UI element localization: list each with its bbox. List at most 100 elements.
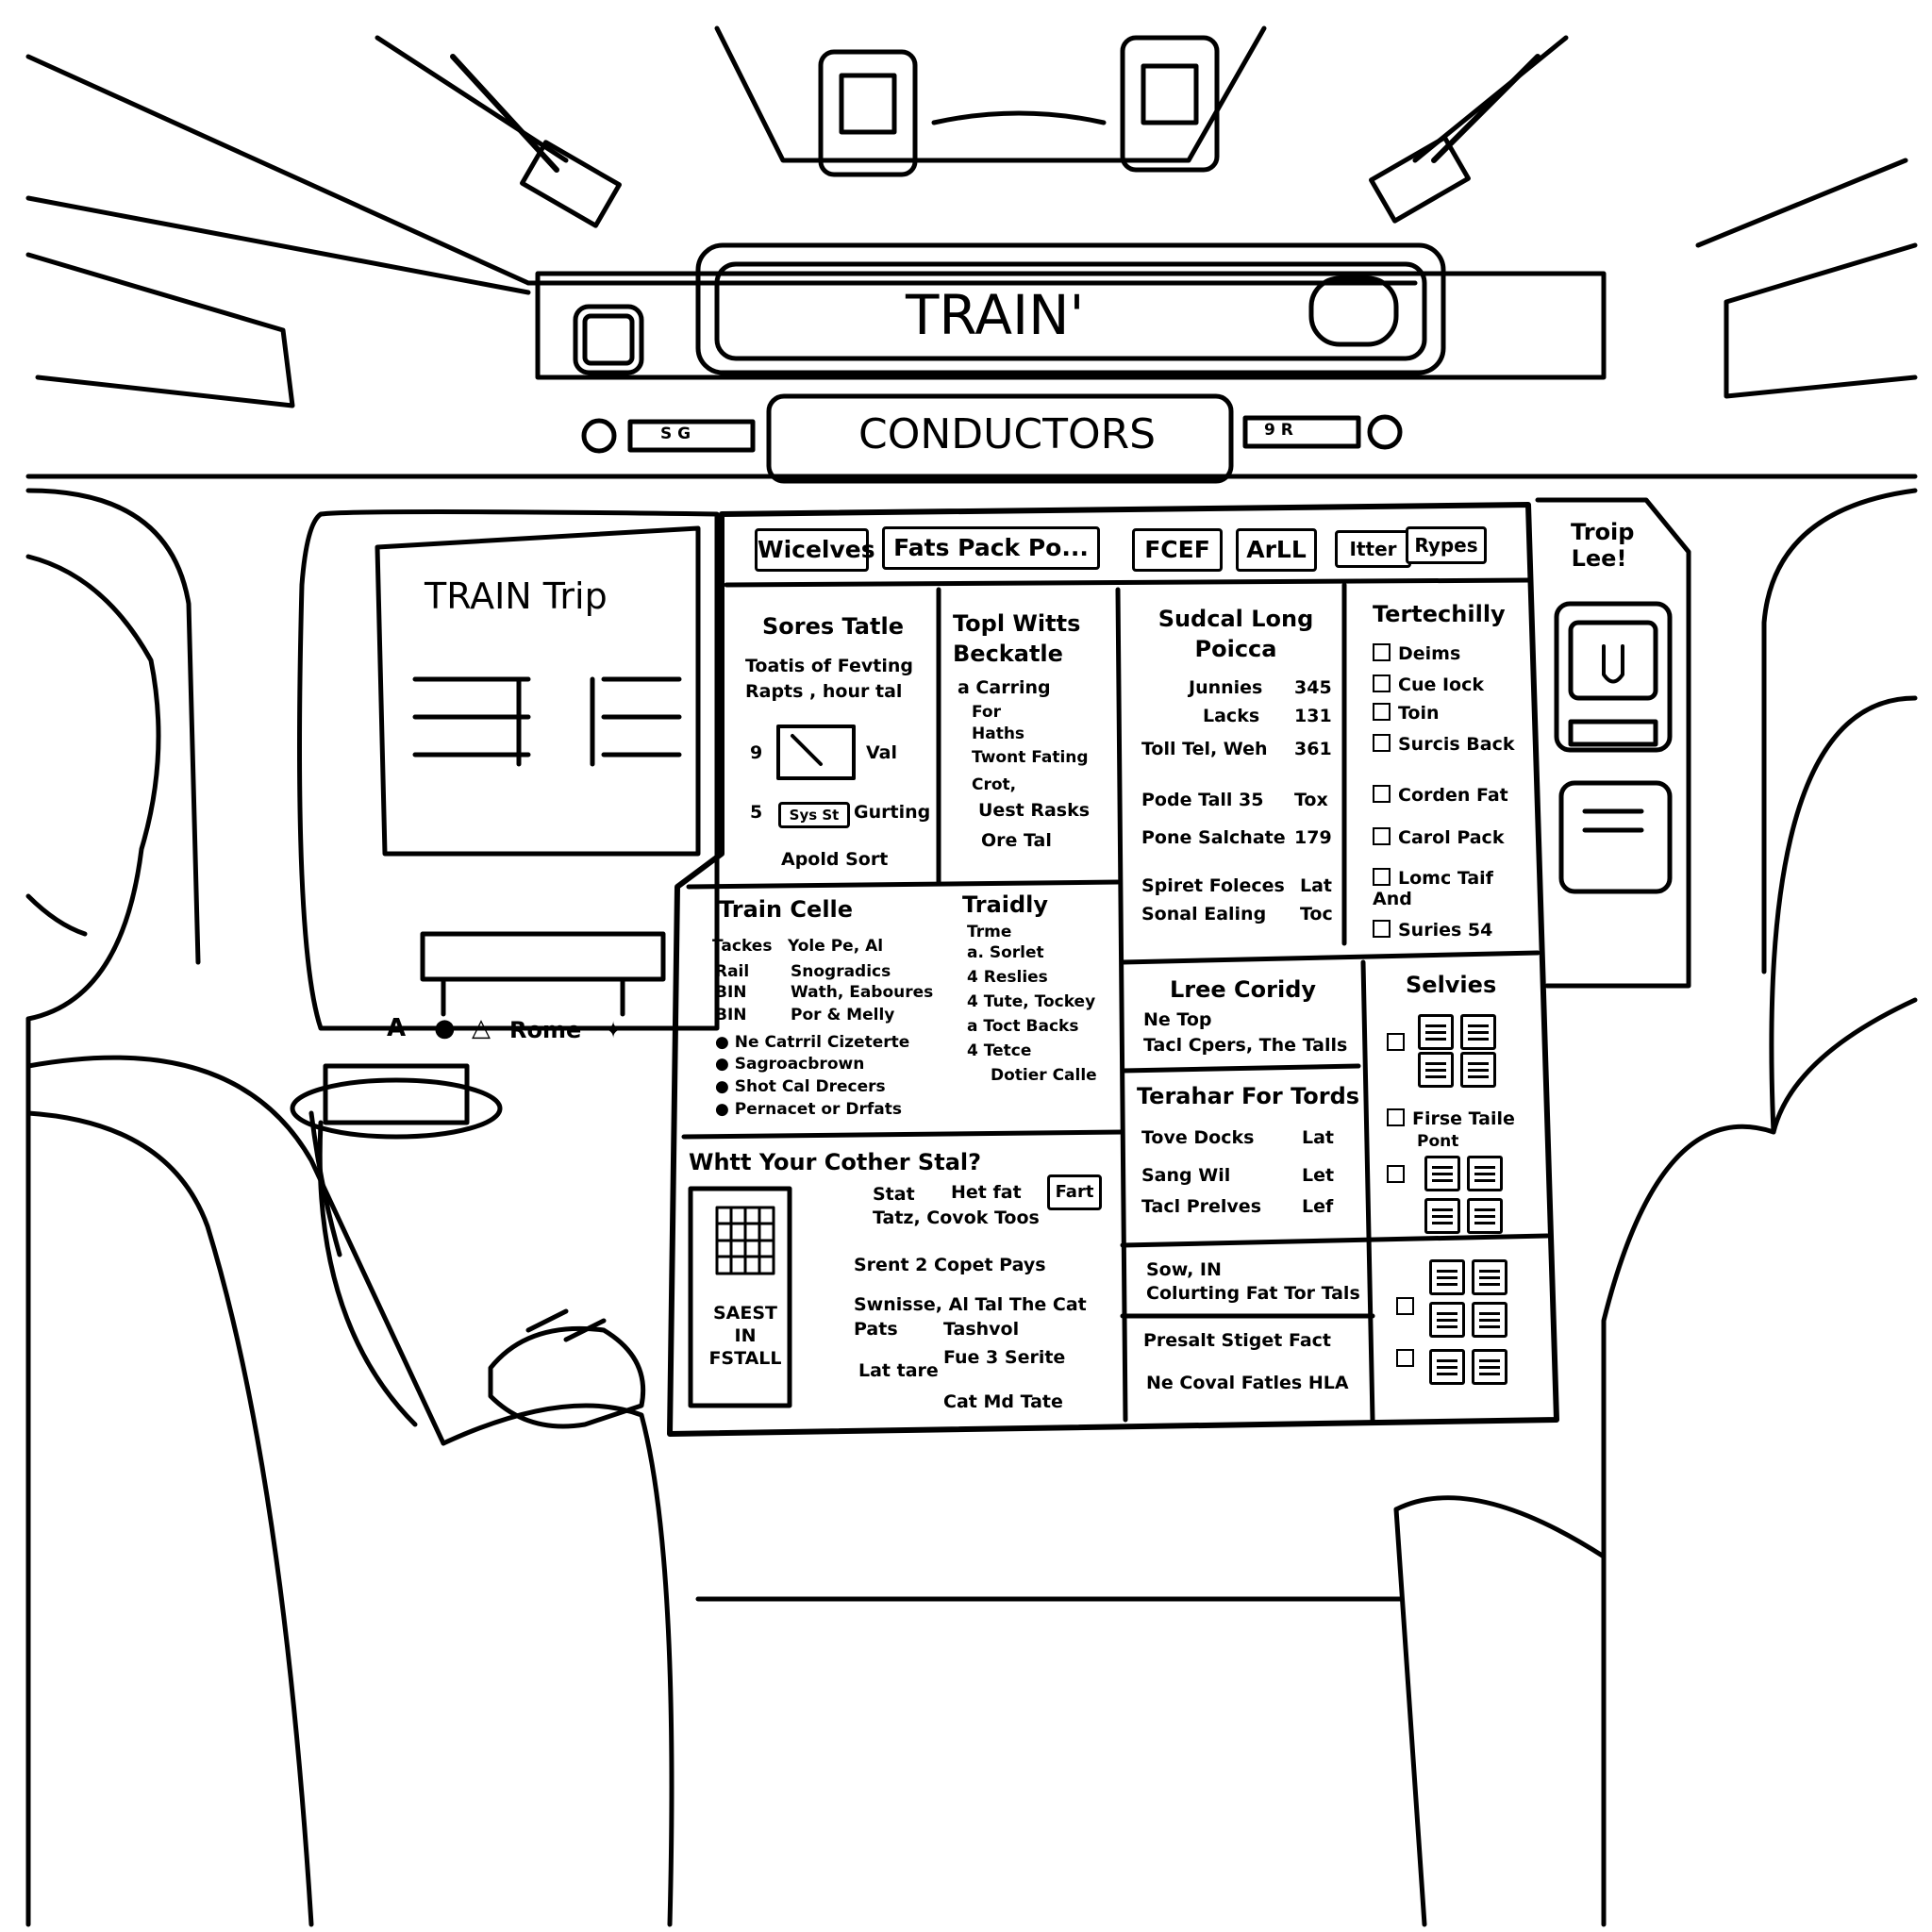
traidly-item: 4 Tute, Tockey (967, 992, 1096, 1011)
checkbox[interactable] (1373, 643, 1391, 661)
sores-row2-num: 5 (750, 802, 763, 823)
sudcal-label: Sonal Ealing (1141, 904, 1267, 924)
toolbar-button-itter[interactable]: Itter (1335, 530, 1411, 568)
nav-rome[interactable]: Rome (509, 1017, 582, 1043)
selvies-title: Selvies (1406, 972, 1497, 998)
traidly-subtitle: Trme (967, 923, 1012, 941)
lree-line: Ne Top (1143, 1009, 1212, 1030)
tertechilly-item[interactable]: Suries 54 (1373, 920, 1492, 941)
sow-line: Sow, IN (1146, 1259, 1222, 1280)
sudcal-value: 179 (1294, 827, 1332, 848)
mail-icon[interactable] (1472, 1259, 1507, 1295)
train-celle-label: BIN (715, 1006, 747, 1024)
tertechilly-item[interactable]: Lomc Taif And (1373, 868, 1514, 909)
glasses-icon[interactable] (1424, 1156, 1460, 1191)
list-icon[interactable] (1429, 1302, 1465, 1338)
sudcal-value: 345 (1294, 677, 1332, 698)
tertechilly-item[interactable]: Corden Fat (1373, 785, 1508, 806)
checkbox[interactable] (1373, 920, 1391, 938)
terahar-label: Tove Docks (1141, 1127, 1255, 1148)
topl-title: Topl Witts Beckatle (953, 610, 1081, 667)
bullet-text: Sagroacbrown (734, 1055, 865, 1074)
train-trip-title: TRAIN Trip (425, 575, 608, 617)
location-pin-icon[interactable]: ● (434, 1014, 456, 1042)
grid-icon[interactable] (1472, 1302, 1507, 1338)
grid-icon[interactable] (1467, 1156, 1503, 1191)
sudcal-value: Toc (1300, 904, 1333, 924)
checkbox[interactable] (1387, 1165, 1405, 1183)
document-icon[interactable] (1429, 1259, 1465, 1295)
folder-icon[interactable] (1429, 1349, 1465, 1385)
train-celle-label: Rail (715, 962, 750, 981)
side-panel-title: Troip Lee! (1571, 519, 1635, 572)
sores-line: Rapts , hour tal (745, 681, 903, 702)
sudcal-label: Spiret Foleces (1141, 875, 1285, 896)
list-icon[interactable] (1418, 1052, 1454, 1088)
cluster-checkbox[interactable] (1396, 1349, 1422, 1369)
tertechilly-item-label: Lomc Taif And (1373, 868, 1493, 909)
sores-row1-num: 9 (750, 742, 763, 763)
checkbox[interactable] (1387, 1108, 1405, 1126)
tertechilly-item[interactable]: Deims (1373, 643, 1460, 664)
chart-icon[interactable] (1467, 1198, 1503, 1234)
checkbox[interactable] (1373, 703, 1391, 721)
sudcal-value: Tox (1294, 790, 1328, 810)
tertechilly-item[interactable]: Surcis Back (1373, 734, 1514, 755)
grid-label: SAEST IN FSTALL (708, 1303, 782, 1369)
tertechilly-item-label: Carol Pack (1398, 827, 1505, 848)
toolbar-button-arll[interactable]: ArLL (1236, 528, 1317, 572)
terahar-label: Sang Wil (1141, 1165, 1231, 1186)
bullet-text: Ne Catrril Cizeterte (734, 1033, 910, 1052)
tertechilly-title: Tertechilly (1373, 601, 1506, 627)
tertechilly-item[interactable]: Carol Pack (1373, 827, 1504, 848)
train-celle-bullet: ● Shot Cal Drecers (715, 1077, 886, 1096)
checkbox[interactable] (1373, 785, 1391, 803)
toolbar-button-rypes[interactable]: Rypes (1406, 526, 1487, 564)
terahar-value: Let (1302, 1165, 1335, 1186)
checkbox[interactable] (1396, 1349, 1414, 1367)
terahar-value: Lef (1302, 1196, 1334, 1217)
selvies-checkbox[interactable] (1387, 1165, 1412, 1185)
tertechilly-item-label: Corden Fat (1398, 785, 1508, 806)
whtt-line: Swnisse, Al Tal The Cat (854, 1294, 1087, 1315)
checkbox[interactable] (1396, 1297, 1414, 1315)
toolbar-button-fcef[interactable]: FCEF (1132, 528, 1223, 572)
toolbar-button-fats-pack[interactable]: Fats Pack Po... (882, 526, 1100, 570)
checkbox[interactable] (1373, 827, 1391, 845)
document-icon[interactable] (1418, 1014, 1454, 1050)
nav-letter-a[interactable]: A (387, 1014, 407, 1042)
person-icon[interactable]: △ (472, 1014, 491, 1042)
bullet-text: Pernacet or Drfats (734, 1100, 902, 1119)
image-icon[interactable] (1460, 1014, 1496, 1050)
train-celle-label: Tackes (712, 937, 773, 956)
selvies-checkbox[interactable] (1387, 1033, 1412, 1053)
whtt-line: Tatz, Covok Toos (873, 1208, 1040, 1228)
chart-icon[interactable] (1472, 1349, 1507, 1385)
whtt-line: Srent 2 Copet Pays (854, 1255, 1046, 1275)
lree-line: Tacl Cpers, The Talls (1143, 1035, 1348, 1056)
sudcal-label: Toll Tel, Weh (1141, 739, 1268, 759)
toolbar-button-wicelves[interactable]: Wicelves (755, 528, 875, 572)
checkbox[interactable] (1387, 1033, 1405, 1051)
fart-button[interactable]: Fart (1047, 1174, 1102, 1210)
whtt-line: Tashvol (943, 1319, 1020, 1340)
train-celle-value: Snogradics (791, 962, 891, 981)
sow-line: Colurting Fat Tor Tals (1146, 1283, 1360, 1304)
sys-st-button[interactable]: Sys St (778, 802, 850, 828)
settings-icon[interactable] (1460, 1052, 1496, 1088)
checkbox[interactable] (1373, 675, 1391, 692)
checkbox[interactable] (1373, 734, 1391, 752)
phone-icon[interactable] (1424, 1198, 1460, 1234)
tertechilly-item[interactable]: Toin (1373, 703, 1440, 724)
cluster-checkbox[interactable] (1396, 1297, 1422, 1317)
train-celle-bullet: ● Sagroacbrown (715, 1055, 865, 1074)
plane-icon[interactable]: ✦ (604, 1017, 624, 1043)
sores-footer: Apold Sort (781, 849, 889, 870)
traidly-item: 4 Tetce (967, 1041, 1032, 1060)
tertechilly-item-label: Toin (1398, 703, 1440, 724)
traidly-title: Traidly (962, 891, 1049, 918)
checkbox[interactable] (1373, 868, 1391, 886)
traidly-item: a. Sorlet (967, 943, 1044, 962)
tertechilly-item[interactable]: Cue Iock (1373, 675, 1484, 695)
selvies-item[interactable]: Firse Taile (1387, 1108, 1515, 1129)
